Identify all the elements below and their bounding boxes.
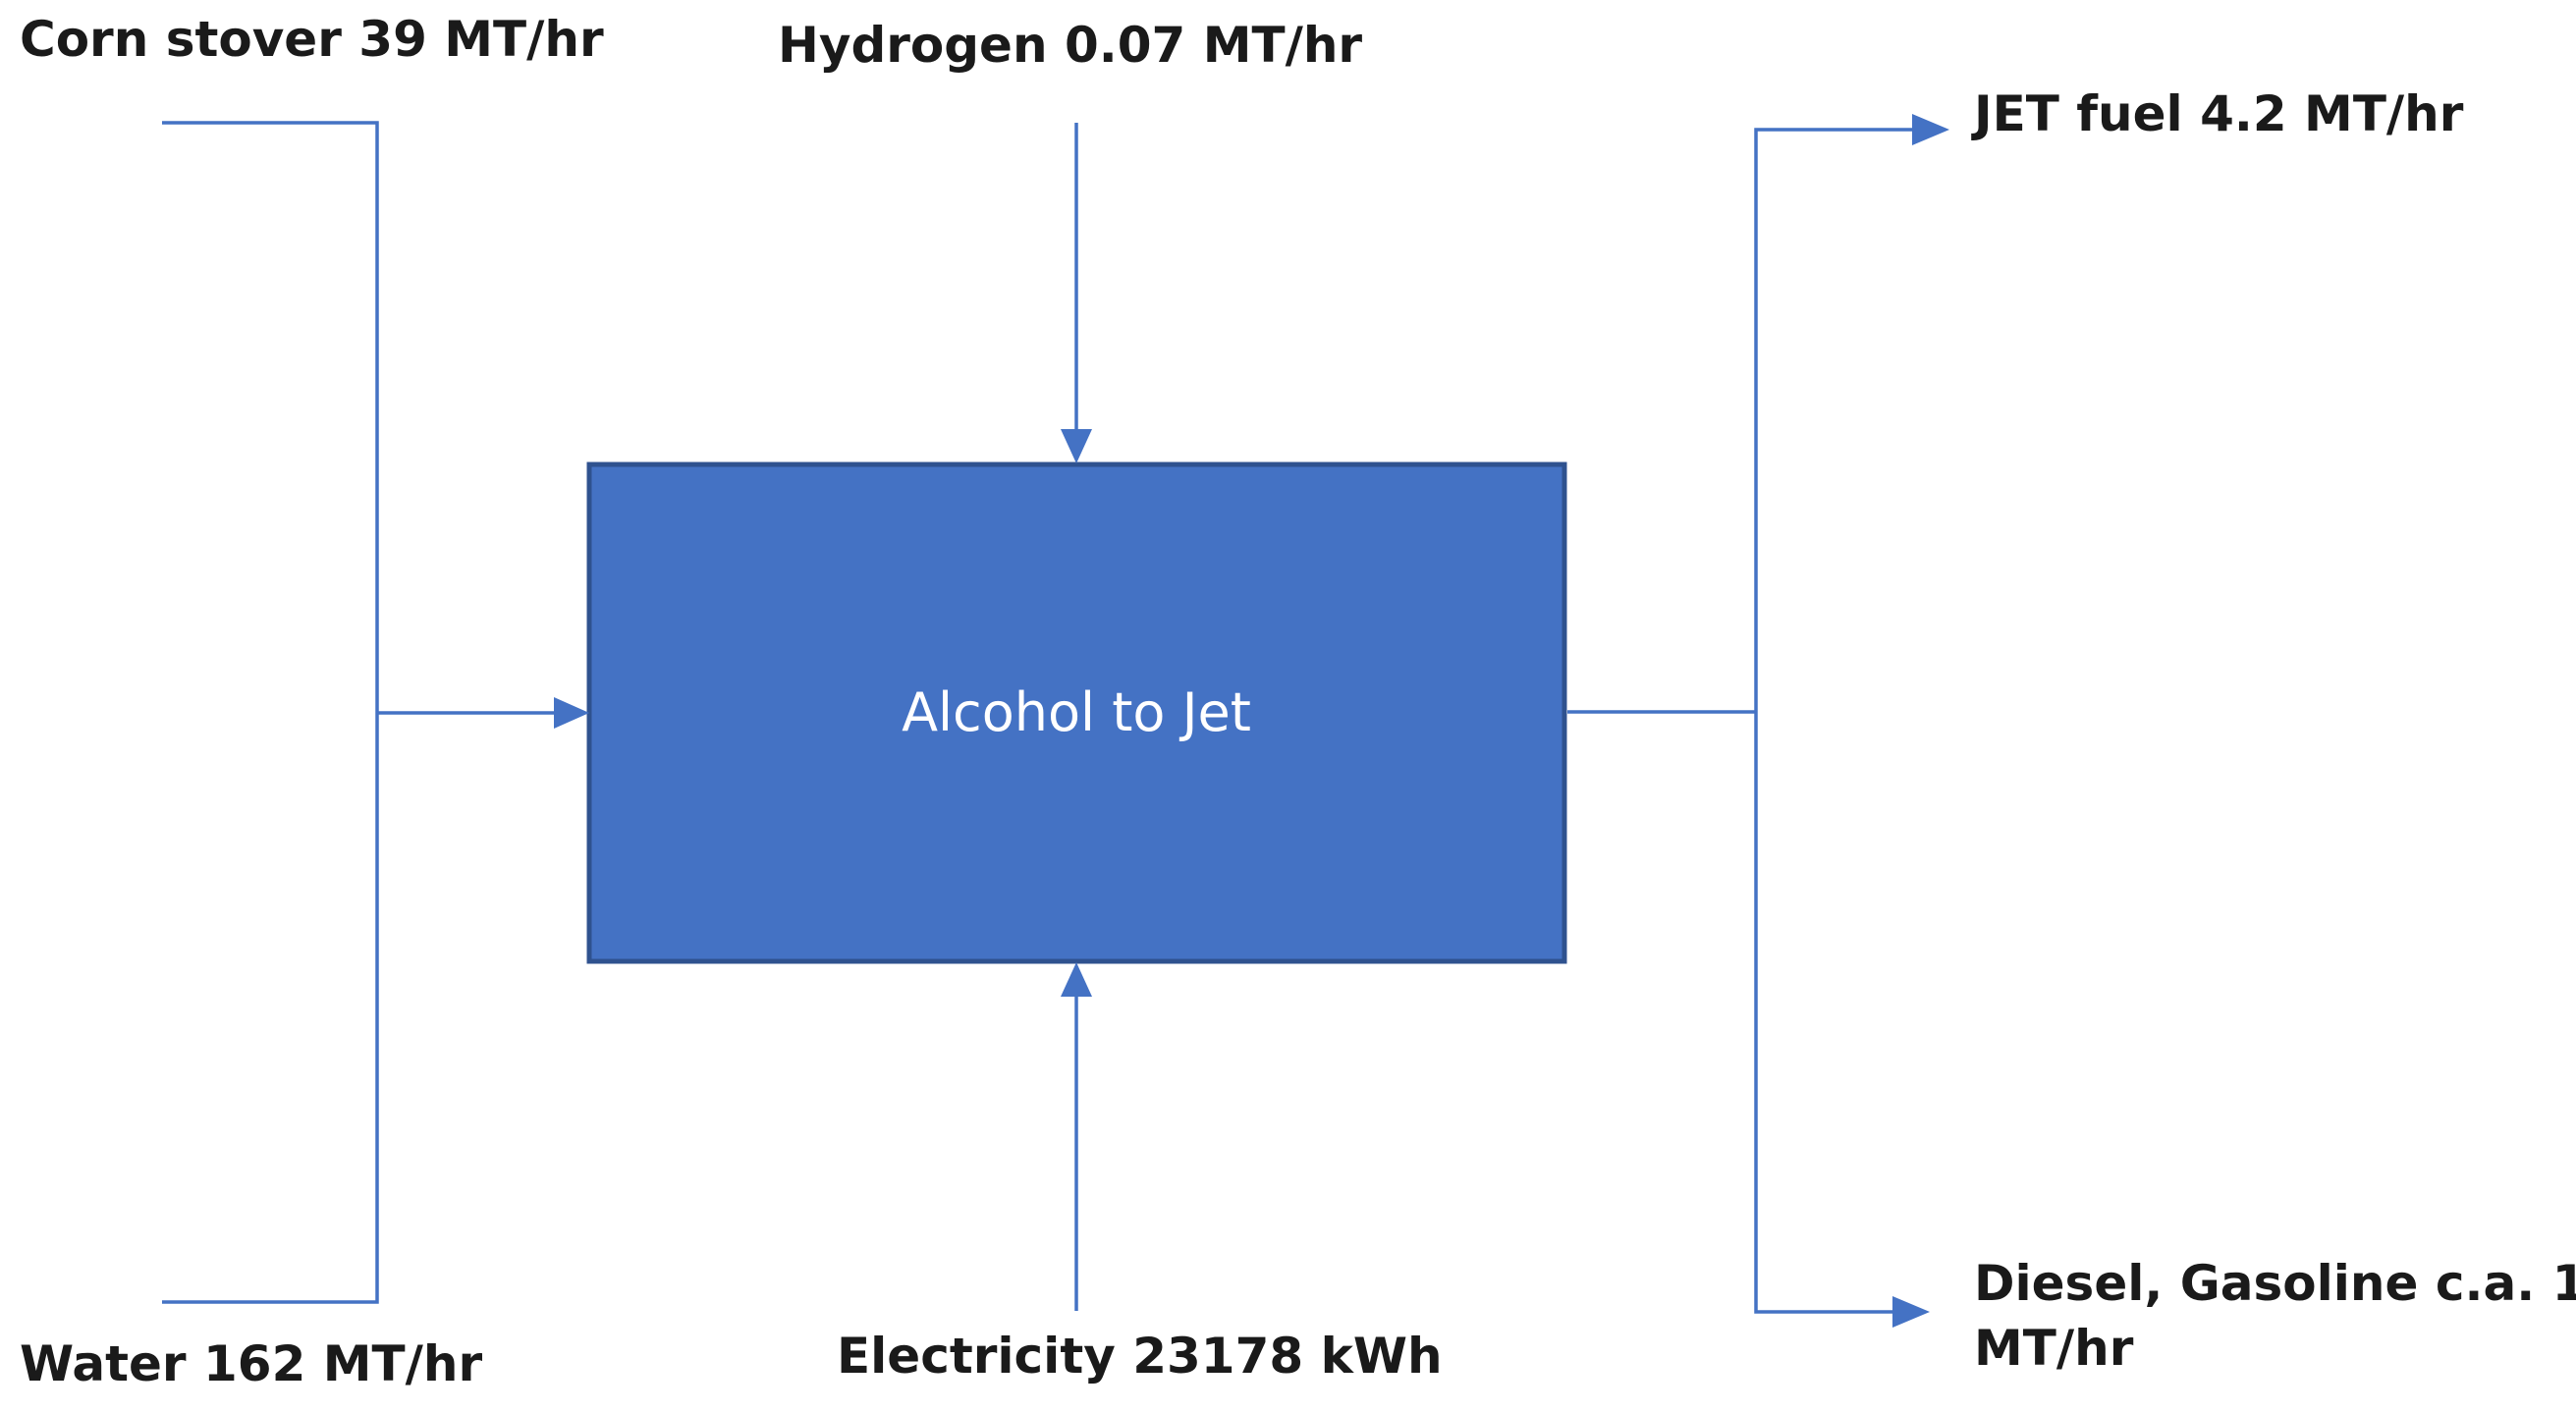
diesel-gasoline-label-line1: Diesel, Gasoline c.a. 1.9 — [1974, 1255, 2576, 1312]
jet-fuel-label: JET fuel 4.2 MT/hr — [1971, 85, 2464, 142]
water-line — [162, 713, 379, 1304]
diesel-gasoline-line — [1754, 712, 1893, 1314]
process-box-label: Alcohol to Jet — [902, 681, 1251, 743]
electricity-arrowhead — [1061, 962, 1092, 997]
corn-stover-line — [162, 121, 379, 713]
corn-stover-label: Corn stover 39 MT/hr — [20, 11, 604, 68]
electricity-label: Electricity 23178 kWh — [837, 1328, 1443, 1385]
hydrogen-arrowhead — [1061, 429, 1092, 463]
process-box — [586, 462, 1567, 964]
water-label: Water 162 MT/hr — [20, 1335, 482, 1392]
diesel-gasoline-arrowhead — [1892, 1296, 1930, 1328]
jet-fuel-arrowhead — [1912, 114, 1949, 145]
hydrogen-label: Hydrogen 0.07 MT/hr — [778, 17, 1362, 74]
feed-arrowhead — [554, 697, 589, 729]
diesel-gasoline-label-line2: MT/hr — [1974, 1320, 2134, 1377]
jet-fuel-line — [1754, 128, 1913, 712]
